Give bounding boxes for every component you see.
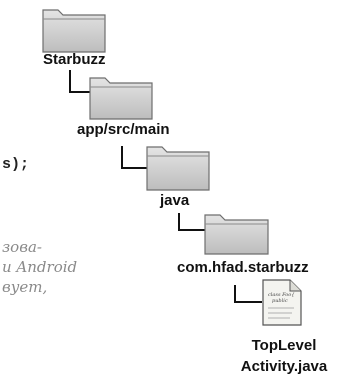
connector-starbuzz: [69, 70, 90, 93]
handwritten-note-line3: вует,: [2, 278, 48, 296]
folder-label-com-hfad-starbuzz: com.hfad.starbuzz: [177, 259, 309, 276]
svg-text:class Foo{: class Foo{: [268, 292, 295, 298]
svg-text:public: public: [272, 298, 288, 304]
file-label-line1: TopLevel: [251, 337, 317, 354]
code-fragment: s);: [2, 156, 30, 173]
folder-icon: [146, 146, 210, 191]
handwritten-note-line1: зова-: [2, 238, 42, 256]
folder-label-app-src-main: app/src/main: [77, 121, 170, 138]
folder-icon: [89, 77, 153, 120]
connector-app: [121, 146, 147, 169]
folder-label-starbuzz: Starbuzz: [43, 51, 106, 68]
file-label-line2: Activity.java: [240, 358, 328, 375]
folder-icon: [42, 9, 106, 53]
folder-label-java: java: [160, 192, 190, 209]
java-file-icon: class Foo{ public: [262, 279, 302, 326]
connector-com: [234, 285, 262, 303]
handwritten-note-line2: и Android: [2, 258, 78, 276]
file-label-toplevel-activity: TopLevel Activity.java: [229, 335, 339, 377]
folder-icon: [204, 214, 269, 255]
connector-java: [178, 213, 206, 231]
